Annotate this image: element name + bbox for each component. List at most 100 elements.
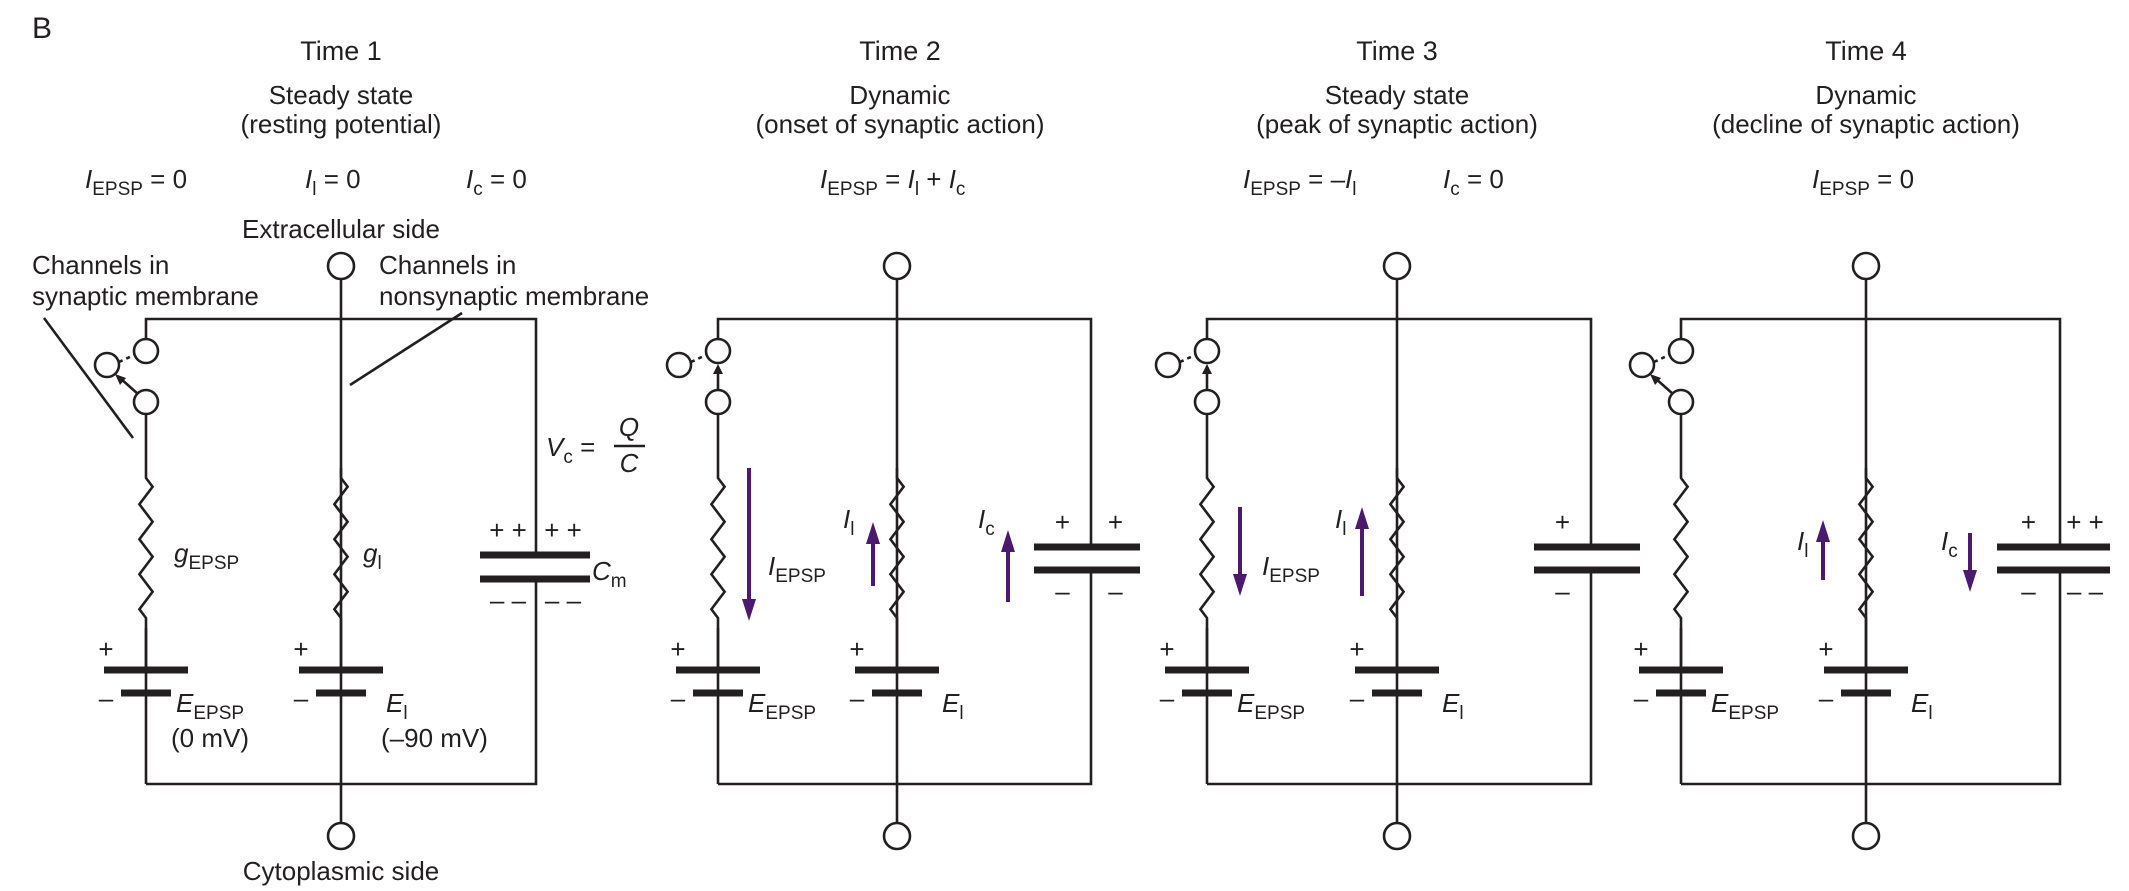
subscript: l <box>1804 541 1808 562</box>
top-wire <box>1679 317 2062 547</box>
epsp-battery-minus-sign: – <box>99 683 114 713</box>
symbol: E <box>1237 688 1255 718</box>
cytoplasmic-terminal <box>882 821 912 851</box>
leak-battery-plus-sign: + <box>1349 634 1364 664</box>
symbol: E <box>1711 688 1729 718</box>
nonsynaptic-channels-label: nonsynaptic membrane <box>379 281 649 311</box>
leak-battery-minus-sign: – <box>1350 683 1365 713</box>
switch-contact-upper <box>1193 337 1221 365</box>
top-wire <box>716 317 1093 547</box>
subscript: EPSP <box>92 179 143 200</box>
epsp-battery-label: EEPSP <box>1711 688 1779 724</box>
current-equation: IEPSP = 0 <box>85 164 187 200</box>
capacitor-charge-top-left: + <box>1555 507 1570 537</box>
synaptic-channels-label: synaptic membrane <box>32 281 259 311</box>
symbol: E <box>176 688 194 718</box>
current-equation: Il = 0 <box>305 164 361 200</box>
subscript: EPSP <box>1250 179 1301 200</box>
current-arrow-i-c-head <box>1001 530 1015 552</box>
cytoplasmic-terminal <box>326 821 356 851</box>
subscript: l <box>1928 703 1932 724</box>
current-arrow-i-l-head <box>1355 507 1369 529</box>
subscript: l <box>915 179 919 200</box>
current-label-i-l: Il <box>1335 504 1346 540</box>
epsp-battery-minus-sign: – <box>1634 683 1649 713</box>
panel-title: Time 3 <box>1356 36 1438 66</box>
subscript: c <box>956 179 966 200</box>
symbol: I <box>843 504 850 534</box>
symbol: I <box>908 164 915 194</box>
capacitor-charge-bottom-left: – <box>1055 576 1070 606</box>
text: = 0 <box>316 164 360 194</box>
switch-contact-lower <box>704 388 732 416</box>
switch-contact-side <box>1628 351 1656 379</box>
symbol: V <box>546 432 566 462</box>
text: = 0 <box>143 164 187 194</box>
subscript: EPSP <box>193 703 244 724</box>
switch-contact-lower <box>1193 388 1221 416</box>
subscript: l <box>312 179 316 200</box>
epsp-battery-label: EEPSP <box>176 688 244 724</box>
bottom-wire <box>146 579 538 786</box>
switch-dashed-link <box>690 353 707 364</box>
text: = 0 <box>483 164 527 194</box>
panel-subtitle-phase: (decline of synaptic action) <box>1712 109 2020 139</box>
current-equation: Ic = 0 <box>466 164 527 200</box>
switch-arrowhead <box>1650 374 1661 385</box>
switch-arrowhead <box>713 364 723 374</box>
current-equation: IEPSP = –Il <box>1243 164 1357 200</box>
text: = 0 <box>1460 164 1504 194</box>
symbol: g <box>363 538 378 568</box>
top-wire <box>1205 317 1593 547</box>
leak-reversal-value: (–90 mV) <box>381 723 488 753</box>
subscript: c <box>985 519 995 540</box>
current-label-i-c: Ic <box>978 504 995 540</box>
cytoplasmic-terminal <box>1382 821 1412 851</box>
bottom-wire <box>1681 570 2062 786</box>
subscript: l <box>959 703 963 724</box>
cytoplasmic-terminal <box>1851 821 1881 851</box>
current-label-i-epsp: IEPSP <box>768 551 826 587</box>
panel-title: Time 2 <box>859 36 941 66</box>
synaptic-channels-pointer <box>42 317 135 439</box>
capacitor-charge-top-left: + <box>1055 507 1070 537</box>
subscript: EPSP <box>188 553 239 574</box>
current-arrow-i-l-head <box>866 522 880 544</box>
subscript: EPSP <box>775 566 826 587</box>
capacitor-charge-bottom-right: – – <box>2067 576 2104 606</box>
symbol: I <box>85 164 92 194</box>
subscript: c <box>563 447 573 468</box>
symbol: E <box>748 688 766 718</box>
subscript: c <box>473 179 483 200</box>
switch-contact-upper <box>704 337 732 365</box>
epsp-battery-label: EEPSP <box>748 688 816 724</box>
panel-subtitle-state: Steady state <box>1325 80 1470 110</box>
text: = – <box>1301 164 1346 194</box>
subscript: EPSP <box>827 179 878 200</box>
subscript: EPSP <box>1269 566 1320 587</box>
top-wire <box>144 317 538 555</box>
subscript: m <box>611 571 627 592</box>
epsp-reversal-value: (0 mV) <box>171 723 249 753</box>
current-arrow-i-epsp-head <box>1233 574 1247 596</box>
subscript: EPSP <box>765 703 816 724</box>
current-label-i-c: Ic <box>1941 526 1958 562</box>
symbol: I <box>768 551 775 581</box>
text: = <box>878 164 908 194</box>
extracellular-terminal <box>1382 251 1412 281</box>
figure-label: B <box>32 12 52 45</box>
symbol: I <box>1345 164 1352 194</box>
switch-contact-side <box>93 351 121 379</box>
symbol: I <box>1812 164 1819 194</box>
panel-subtitle-state: Dynamic <box>849 80 950 110</box>
leak-battery-minus-sign: – <box>850 683 865 713</box>
leak-battery-minus-sign: – <box>294 683 309 713</box>
resistor <box>888 468 906 628</box>
synaptic-channels-label: Channels in <box>32 250 169 280</box>
resistor <box>1388 468 1406 628</box>
subscript: EPSP <box>1819 179 1870 200</box>
switch-contact-side <box>665 351 693 379</box>
